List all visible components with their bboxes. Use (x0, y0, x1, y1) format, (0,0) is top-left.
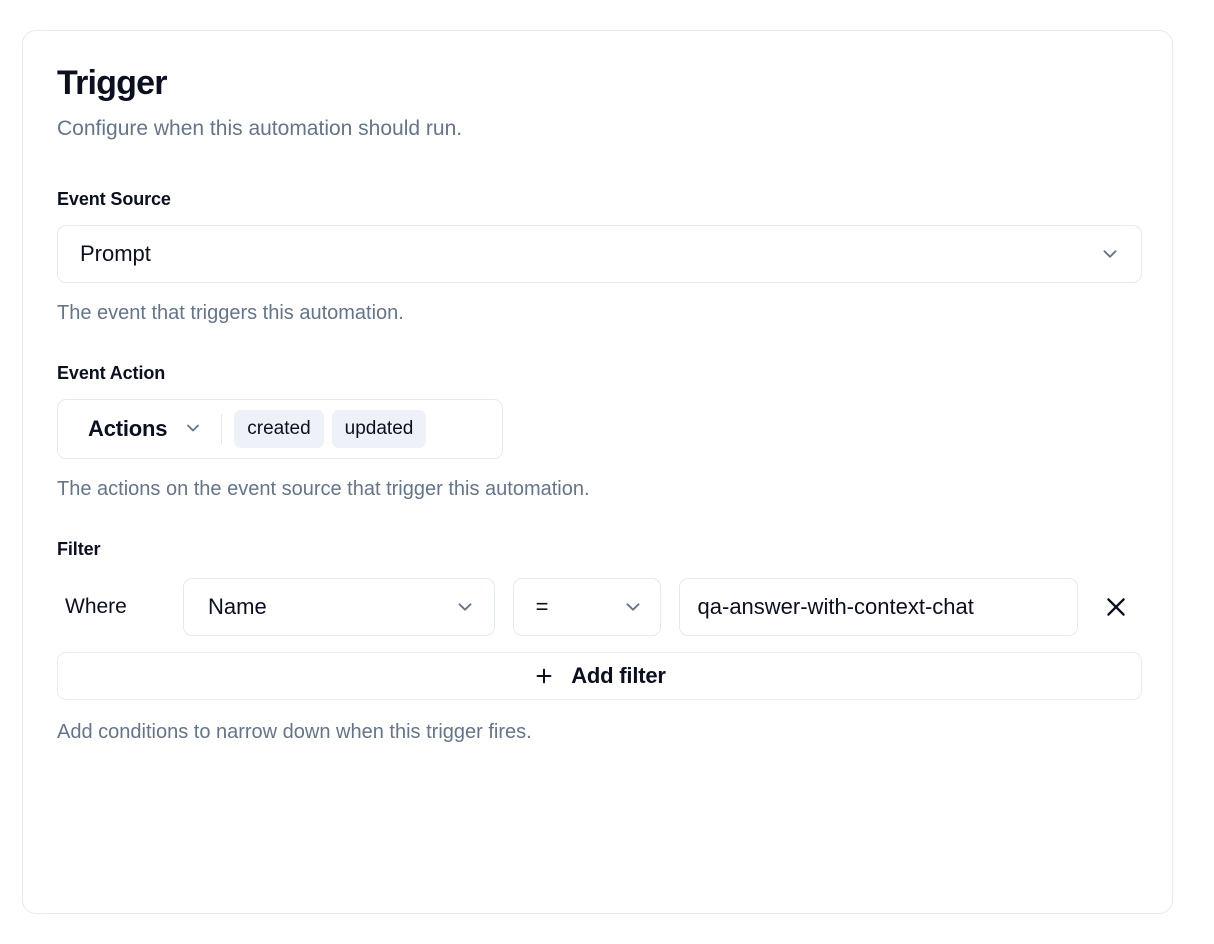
event-action-help: The actions on the event source that tri… (57, 477, 590, 500)
filter-label: Filter (57, 538, 101, 559)
filter-operator-value: = (535, 593, 549, 619)
filter-field-value: Name (208, 593, 267, 619)
page-subtitle: Configure when this automation should ru… (57, 117, 463, 141)
event-action-combo: Actions created updated (57, 398, 503, 459)
event-source-section: Event Source Prompt The event that trigg… (57, 188, 1142, 325)
event-action-label: Event Action (57, 362, 166, 383)
where-label: Where (65, 594, 127, 618)
chip-updated[interactable]: updated (331, 409, 427, 448)
filter-help: Add conditions to narrow down when this … (57, 720, 532, 743)
filter-row: Where Name = (57, 577, 1138, 636)
chevron-down-icon (622, 596, 644, 618)
filter-section: Filter Where Name = (57, 538, 1142, 744)
event-source-label: Event Source (57, 188, 171, 209)
event-source-select[interactable]: Prompt (57, 224, 1142, 283)
chevron-down-icon (1099, 243, 1121, 265)
add-filter-button[interactable]: Add filter (57, 651, 1142, 700)
filter-remove-button[interactable] (1094, 585, 1138, 629)
event-action-section: Event Action Actions created updated The… (57, 363, 1138, 501)
event-action-dropdown[interactable]: Actions (58, 400, 221, 458)
add-filter-label: Add filter (571, 662, 666, 688)
page-title: Trigger (57, 64, 167, 102)
event-action-dropdown-label: Actions (88, 415, 168, 441)
filter-operator-select[interactable]: = (512, 577, 661, 636)
chip-created[interactable]: created (234, 409, 324, 448)
close-icon (1103, 594, 1129, 620)
plus-icon (533, 665, 555, 687)
combo-divider (221, 413, 223, 444)
event-source-help: The event that triggers this automation. (57, 301, 404, 324)
chevron-down-icon (183, 418, 205, 440)
event-source-value: Prompt (80, 240, 151, 266)
event-action-chips: created updated (234, 409, 427, 448)
trigger-card: Trigger Configure when this automation s… (22, 30, 1173, 914)
filter-field-select[interactable]: Name (183, 577, 495, 636)
chevron-down-icon (454, 596, 476, 618)
filter-value-input[interactable] (678, 577, 1079, 636)
